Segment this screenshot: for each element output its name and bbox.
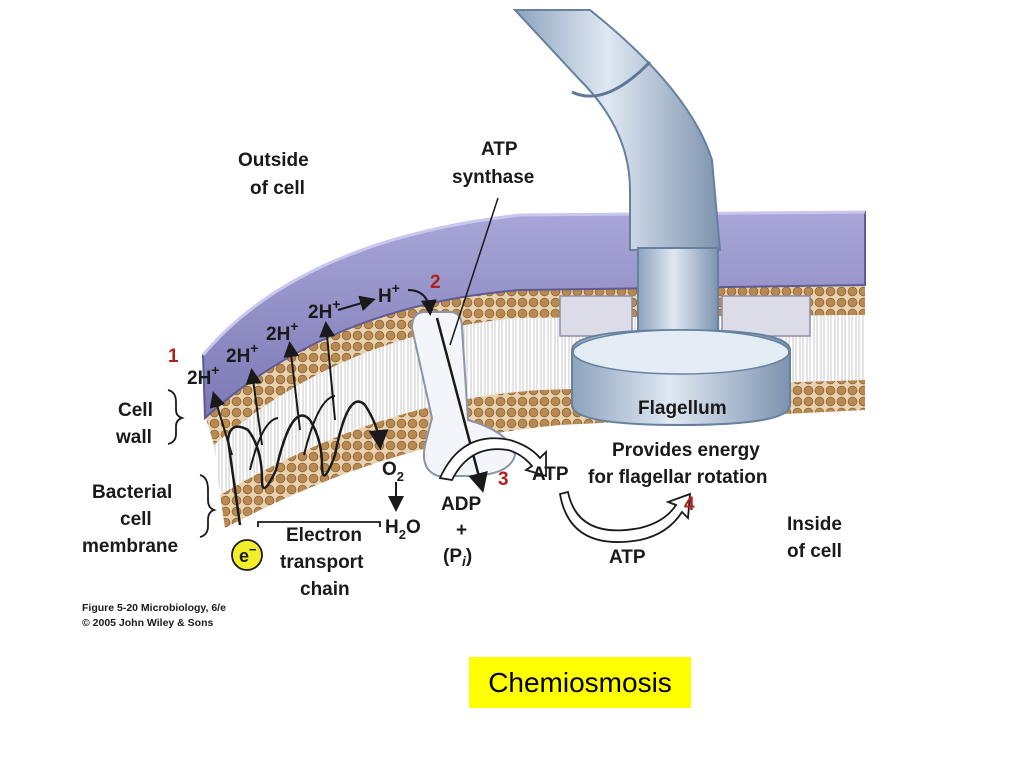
provides-energy-label-2: for flagellar rotation [588,467,767,488]
proton-arrow-1 [209,391,233,456]
h2o-label: H2O [385,517,421,542]
outside-label-1: Outside [238,150,309,171]
cell-wall-label-1: Cell [118,400,153,421]
caption-box: Chemiosmosis [469,657,691,708]
cell-wall-label-2: wall [115,427,152,448]
membrane-outer-heads [205,282,865,445]
etc-label-3: chain [300,579,350,600]
proton-label-4: 2H+ [308,296,340,323]
proton-label-3: 2H+ [266,318,298,345]
atp-label-bottom: ATP [609,547,646,568]
flagellum-collar [571,60,652,98]
h-plus-arrow [337,295,376,312]
step-1: 1 [168,346,179,367]
atp-energy-arrow [558,490,692,543]
atp-label-right: ATP [532,464,569,485]
h-plus-to-synthase-arrow [407,289,437,316]
step-3: 3 [498,469,509,490]
flagellum-hook [637,247,719,339]
flagellum-label: Flagellum [638,398,727,419]
etc-label-2: transport [280,552,364,573]
membrane-label-2: cell [120,509,152,530]
etc-bracket [257,521,381,527]
caption-text: Chemiosmosis [488,666,672,698]
electron-transport-chain-coil [226,400,389,526]
o2-label: O2 [382,459,404,484]
membrane-label-1: Bacterial [92,482,172,503]
figure-credit-2: © 2005 John Wiley & Sons [82,617,214,629]
atp-synthase-leader [449,197,499,346]
etc-label-1: Electron [286,525,362,546]
proton-label-2: 2H+ [226,340,258,367]
atp-synthase-label-1: ATP [481,139,518,160]
step-2: 2 [430,272,441,293]
membrane-bracket [199,474,217,538]
figure-credit-1: Figure 5-20 Microbiology, 6/e [82,602,226,614]
adp-plus-label: + [456,520,467,541]
flagellum-base-top [572,329,790,375]
flagellum-ring-left [559,295,633,337]
cell-wall-top-edge [201,210,866,356]
pi-label: (Pi) [443,546,472,569]
electron-circle [231,539,263,571]
electron-label: e− [239,542,257,566]
step-4: 4 [684,494,695,515]
flagellum-ring-right [721,295,811,337]
proton-label-5: H+ [378,280,400,307]
cell-wall-bracket [167,389,185,445]
proton-label-1: 2H+ [187,362,219,389]
membrane-label-3: membrane [82,536,178,557]
inside-label-2: of cell [787,541,842,562]
proton-arrow-3 [283,341,301,431]
proton-arrow-2 [245,368,263,446]
proton-arrow-4 [319,321,336,421]
adp-label: ADP [441,494,481,515]
inside-label-1: Inside [787,514,842,535]
flagellum-filament [512,9,722,251]
flagellum [512,9,811,427]
provides-energy-label-1: Provides energy [612,440,760,461]
adp-atp-arrow [438,437,547,481]
atp-synthase-label-2: synthase [452,167,534,188]
outside-label-2: of cell [250,178,305,199]
